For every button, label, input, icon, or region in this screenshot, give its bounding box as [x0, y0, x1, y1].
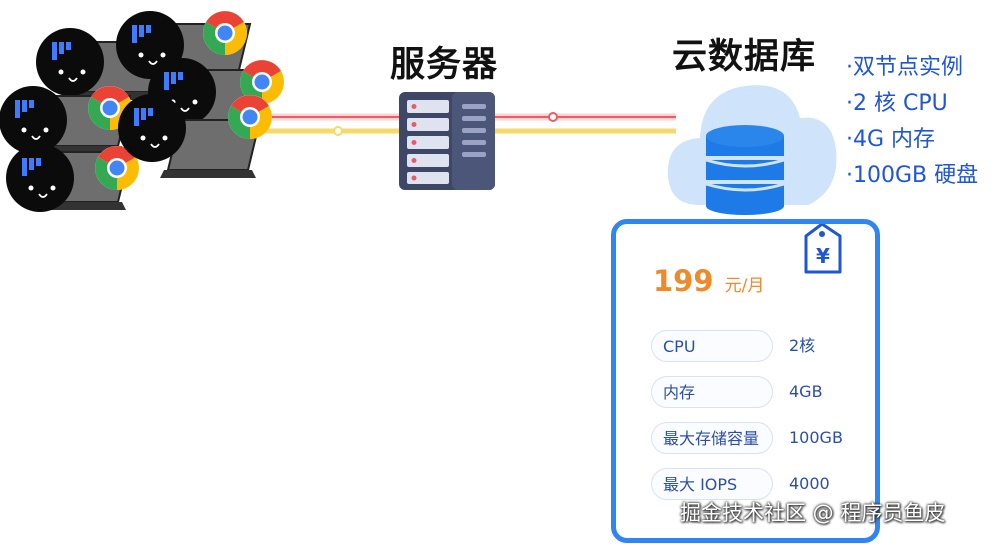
- spec-label: 最大存储容量: [651, 422, 773, 454]
- price-tag-icon: ¥: [804, 224, 842, 274]
- currency-symbol: ¥: [816, 244, 830, 268]
- user-avatar-icon: [0, 85, 68, 155]
- spec-label: CPU: [651, 330, 773, 362]
- users-cluster: [0, 10, 284, 213]
- spec-bullet: ·2 核 CPU: [846, 91, 948, 116]
- server-title: 服务器: [390, 45, 499, 85]
- link-node: [333, 126, 343, 136]
- user-avatar-icon: [35, 27, 105, 97]
- spec-label: 最大 IOPS: [651, 468, 773, 500]
- spec-value: 100GB: [789, 428, 843, 447]
- spec-value: 4GB: [789, 382, 823, 401]
- link-node: [548, 112, 558, 122]
- chrome-icon: [203, 11, 247, 55]
- spec-value: 2核: [789, 336, 816, 355]
- watermark: 掘金技术社区 @ 程序员鱼皮: [680, 501, 946, 525]
- spec-bullet: ·双节点实例: [846, 55, 963, 80]
- pricing-card: 199 元/月 ¥ CPU 2核 内存 4GB 最大存储容量 100GB 最大 …: [611, 219, 880, 543]
- server-rack-icon: [399, 92, 495, 190]
- price-amount: 199: [653, 264, 714, 298]
- spec-label: 内存: [651, 376, 773, 408]
- user-avatar-icon: [5, 143, 75, 213]
- spec-bullet: ·4G 内存: [846, 127, 936, 152]
- database-spec-list: ·双节点实例 ·2 核 CPU ·4G 内存 ·100GB 硬盘: [846, 50, 978, 194]
- database-icon: [705, 125, 785, 215]
- database-title: 云数据库: [672, 37, 817, 77]
- spec-bullet: ·100GB 硬盘: [846, 163, 979, 188]
- price: 199 元/月: [653, 264, 764, 298]
- user-avatar-icon: [117, 93, 187, 163]
- spec-value: 4000: [789, 474, 830, 493]
- price-unit: 元/月: [724, 276, 765, 296]
- chrome-icon: [228, 95, 272, 139]
